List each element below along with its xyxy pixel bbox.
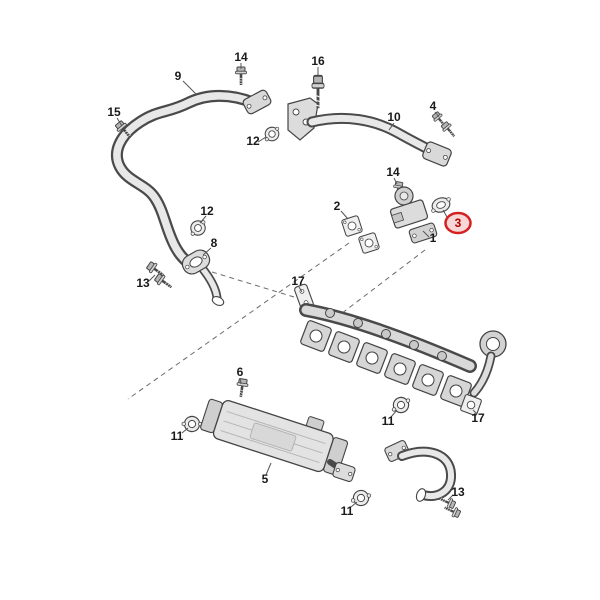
callout-2[interactable]: 2 bbox=[334, 199, 341, 213]
dashed-line bbox=[127, 242, 350, 400]
construction-lines bbox=[127, 242, 426, 400]
leader-line bbox=[265, 462, 272, 476]
bolt-6-icon bbox=[234, 377, 250, 399]
callout-16[interactable]: 16 bbox=[311, 54, 325, 68]
highlight-ellipse[interactable] bbox=[444, 211, 472, 235]
pipe-flange-8 bbox=[178, 246, 225, 306]
leader-line bbox=[388, 122, 395, 131]
callout-13-lower[interactable]: 13 bbox=[451, 485, 465, 499]
leader-line bbox=[181, 427, 189, 434]
callout-1[interactable]: 1 bbox=[430, 231, 437, 245]
callout-5[interactable]: 5 bbox=[262, 472, 269, 486]
pipe-open-end bbox=[211, 296, 225, 306]
downpipe-elbow bbox=[384, 439, 456, 502]
pipe-flange-upper bbox=[242, 89, 272, 115]
stub-pipe-highlight bbox=[199, 265, 220, 301]
manifold-boss bbox=[409, 340, 419, 350]
callout-11-lower[interactable]: 11 bbox=[341, 504, 354, 518]
gasket-3 bbox=[431, 197, 451, 213]
callout-10[interactable]: 10 bbox=[387, 110, 401, 124]
leader-line bbox=[182, 80, 198, 96]
egr-cooler bbox=[200, 398, 349, 476]
tube-highlight bbox=[308, 114, 438, 156]
pipe-highlight bbox=[113, 92, 258, 269]
manifold-port bbox=[300, 320, 332, 352]
cooler-outlet-flange bbox=[332, 462, 356, 482]
leader-line bbox=[199, 215, 207, 224]
leader-line bbox=[442, 209, 448, 218]
leader-line bbox=[340, 210, 349, 220]
manifold-boss bbox=[437, 351, 447, 361]
callout-4[interactable]: 4 bbox=[430, 99, 437, 113]
leader-line bbox=[422, 230, 430, 238]
cooler-rib bbox=[220, 429, 320, 464]
tube-end-flange bbox=[422, 141, 452, 167]
turbo-downtube-highlight bbox=[471, 353, 494, 396]
callout-14-top[interactable]: 14 bbox=[234, 50, 248, 64]
manifold-port bbox=[440, 375, 472, 407]
gasket-2-icon bbox=[357, 231, 381, 255]
manifold-boss bbox=[325, 308, 335, 318]
egr-valve bbox=[389, 186, 438, 244]
cooler-label-plate bbox=[249, 422, 297, 452]
leader-line bbox=[472, 409, 478, 415]
callout-12-upper[interactable]: 12 bbox=[246, 134, 260, 148]
leader-line bbox=[257, 136, 267, 143]
callout-8[interactable]: 8 bbox=[211, 236, 218, 250]
callout-15[interactable]: 15 bbox=[107, 105, 121, 119]
cooler-rib bbox=[226, 410, 326, 445]
manifold-boss bbox=[381, 329, 391, 339]
manifold-port bbox=[328, 331, 360, 363]
manifold-port bbox=[356, 342, 388, 374]
bracket-hole bbox=[292, 108, 300, 116]
callout-11-cooler[interactable]: 11 bbox=[171, 429, 184, 443]
bolt-14-top-icon bbox=[234, 65, 248, 87]
callout-13-left[interactable]: 13 bbox=[136, 276, 150, 290]
leader-line bbox=[298, 286, 303, 293]
valve-motor-cap bbox=[399, 191, 409, 201]
callout-17-right[interactable]: 17 bbox=[471, 411, 485, 425]
egr-pipe-upper bbox=[110, 89, 272, 271]
dashed-line bbox=[332, 249, 426, 321]
manifold-port bbox=[412, 364, 444, 396]
leader-line bbox=[393, 177, 398, 185]
leader-lines bbox=[116, 63, 478, 508]
callout-17-left[interactable]: 17 bbox=[291, 274, 305, 288]
leader-line bbox=[148, 274, 156, 282]
callouts: 14 16 9 15 12 10 4 14 3 1 2 12 8 13 17 1… bbox=[107, 50, 485, 518]
exhaust-manifold bbox=[299, 303, 507, 407]
leader-line bbox=[447, 494, 454, 501]
leader-line bbox=[239, 377, 242, 385]
leader-line bbox=[202, 247, 212, 256]
gasket-12-left bbox=[185, 216, 211, 240]
plate-17-right bbox=[460, 394, 482, 416]
leader-line bbox=[350, 501, 358, 508]
callout-3-highlighted[interactable]: 3 bbox=[455, 216, 462, 230]
callout-6[interactable]: 6 bbox=[237, 365, 244, 379]
gasket-12-upper bbox=[260, 123, 284, 145]
gasket-11-lower bbox=[350, 489, 372, 507]
callout-12-left[interactable]: 12 bbox=[200, 204, 214, 218]
leader-line bbox=[434, 111, 440, 118]
bracket-plate bbox=[287, 97, 319, 141]
callout-14-right[interactable]: 14 bbox=[386, 165, 400, 179]
callout-11-manifold[interactable]: 11 bbox=[382, 414, 395, 428]
elbow-highlight bbox=[399, 448, 454, 499]
dashed-line bbox=[211, 271, 295, 298]
valve-flange bbox=[408, 222, 438, 244]
leader-line bbox=[116, 117, 123, 127]
turbo-inlet-bore bbox=[486, 337, 500, 351]
gasket-11-manifold bbox=[389, 394, 413, 416]
leader-line bbox=[390, 409, 398, 418]
crossover-tube bbox=[287, 97, 452, 167]
bolt-13-left-icon bbox=[152, 271, 176, 293]
manifold-port bbox=[384, 353, 416, 385]
manifold-boss bbox=[353, 318, 363, 328]
gasket-2-icon bbox=[340, 214, 364, 238]
valve-body bbox=[389, 199, 429, 229]
elbow-open-end bbox=[415, 488, 427, 502]
callout-9[interactable]: 9 bbox=[175, 69, 182, 83]
